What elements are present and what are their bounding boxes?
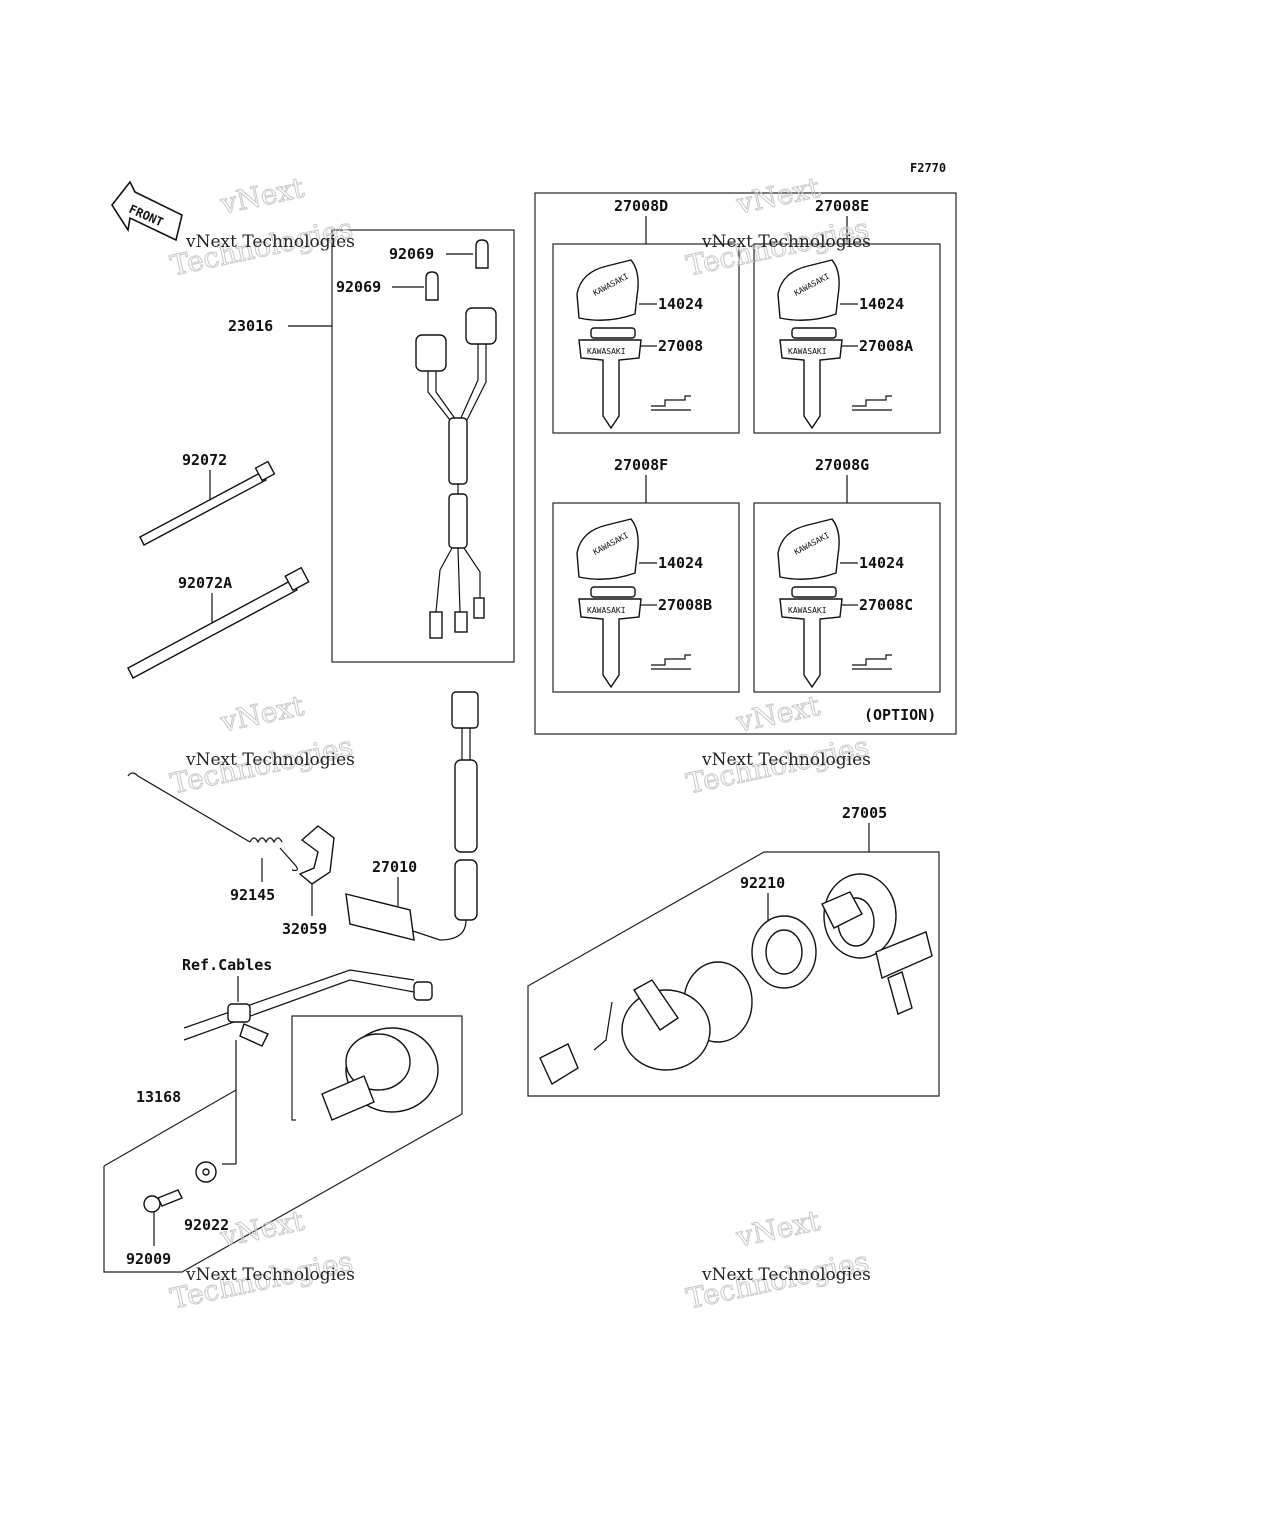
spring-rod-92145 — [127, 772, 298, 872]
watermark-vnext: vNext — [733, 1204, 824, 1254]
knob-part-number: 14024 — [859, 295, 904, 313]
key-part-number: 27008C — [859, 596, 913, 614]
callout-13168: 13168 — [136, 1088, 181, 1106]
watermark-text: vNext Technologies — [701, 750, 871, 770]
key-brand-label: KAWASAKI — [788, 606, 827, 615]
watermark-vnext: vNext — [217, 171, 308, 221]
key-set-frame — [552, 243, 740, 434]
key-cut-profile-icon — [852, 654, 892, 670]
nut-92210 — [751, 915, 817, 989]
screw-92009 — [143, 1189, 183, 1213]
callout-23016: 23016 — [228, 317, 273, 335]
key-blade-icon — [779, 339, 843, 430]
front-arrow-icon: FRONT — [111, 180, 183, 242]
knob-part-number: 14024 — [658, 554, 703, 572]
knob-13168-frame — [103, 1015, 463, 1273]
knob-13168 — [321, 1027, 439, 1121]
watermark-vnext: vNext — [217, 689, 308, 739]
ignition-frame — [527, 851, 940, 1097]
callout-32059: 32059 — [282, 920, 327, 938]
watermark-vnext: vNext — [217, 1204, 308, 1254]
callout-92069-bottom: 92069 — [336, 278, 381, 296]
figure-code: F2770 — [910, 161, 946, 175]
key-set-frame — [753, 243, 941, 434]
ref-cables-label: Ref.Cables — [182, 956, 272, 974]
harness-illustration — [415, 307, 497, 639]
key-cut-profile-icon — [852, 395, 892, 411]
key-set-frame — [753, 502, 941, 693]
key-cut-profile-icon — [651, 654, 691, 670]
key-blade-icon — [578, 598, 642, 689]
key-knob-icon — [777, 259, 840, 321]
watermark-text: vNext Technologies — [185, 1265, 355, 1285]
callout-92072: 92072 — [182, 451, 227, 469]
washer-92022 — [195, 1161, 217, 1183]
cable-illustration — [183, 969, 433, 1047]
watermark-vnext: vNext — [733, 171, 824, 221]
bulb-cap-bottom — [425, 271, 439, 301]
callout-27005: 27005 — [842, 804, 887, 822]
key-set-label: 27008E — [815, 197, 869, 215]
knob-part-number: 14024 — [859, 554, 904, 572]
callout-92022: 92022 — [184, 1216, 229, 1234]
option-frame — [534, 192, 957, 735]
ignition-cap-and-keys — [821, 873, 933, 1015]
callout-92210: 92210 — [740, 874, 785, 892]
watermark-text: vNext Technologies — [701, 1265, 871, 1285]
key-ring-slot — [791, 327, 837, 339]
key-set-label: 27008D — [614, 197, 668, 215]
key-set-label: 27008F — [614, 456, 668, 474]
key-brand-label: KAWASAKI — [788, 347, 827, 356]
watermark-text: vNext Technologies — [185, 232, 355, 252]
key-cut-profile-icon — [651, 395, 691, 411]
watermark-text: vNext Technologies — [185, 750, 355, 770]
watermark-vnext: vNext — [733, 689, 824, 739]
key-ring-slot — [590, 586, 636, 598]
harness-frame — [331, 229, 515, 663]
key-set-frame — [552, 502, 740, 693]
key-part-number: 27008A — [859, 337, 913, 355]
watermark-text: vNext Technologies — [701, 232, 871, 252]
key-blade-icon — [578, 339, 642, 430]
option-label: (OPTION) — [864, 706, 936, 724]
key-knob-icon — [576, 259, 639, 321]
ignition-switch-body — [539, 961, 753, 1086]
callout-27010: 27010 — [372, 858, 417, 876]
bracket-32059 — [298, 825, 335, 885]
callout-92069-top: 92069 — [389, 245, 434, 263]
switch-27010 — [345, 691, 479, 941]
key-part-number: 27008 — [658, 337, 703, 355]
key-knob-icon — [777, 518, 840, 580]
key-ring-slot — [590, 327, 636, 339]
key-brand-label: KAWASAKI — [587, 347, 626, 356]
key-part-number: 27008B — [658, 596, 712, 614]
key-knob-icon — [576, 518, 639, 580]
knob-part-number: 14024 — [658, 295, 703, 313]
callout-92009: 92009 — [126, 1250, 171, 1268]
key-blade-icon — [779, 598, 843, 689]
key-brand-label: KAWASAKI — [587, 606, 626, 615]
callout-92072A: 92072A — [178, 574, 232, 592]
callout-92145: 92145 — [230, 886, 275, 904]
bulb-cap-top — [475, 239, 489, 269]
cable-tie-92072 — [139, 460, 276, 546]
cable-tie-92072A — [127, 566, 310, 679]
key-ring-slot — [791, 586, 837, 598]
key-set-label: 27008G — [815, 456, 869, 474]
